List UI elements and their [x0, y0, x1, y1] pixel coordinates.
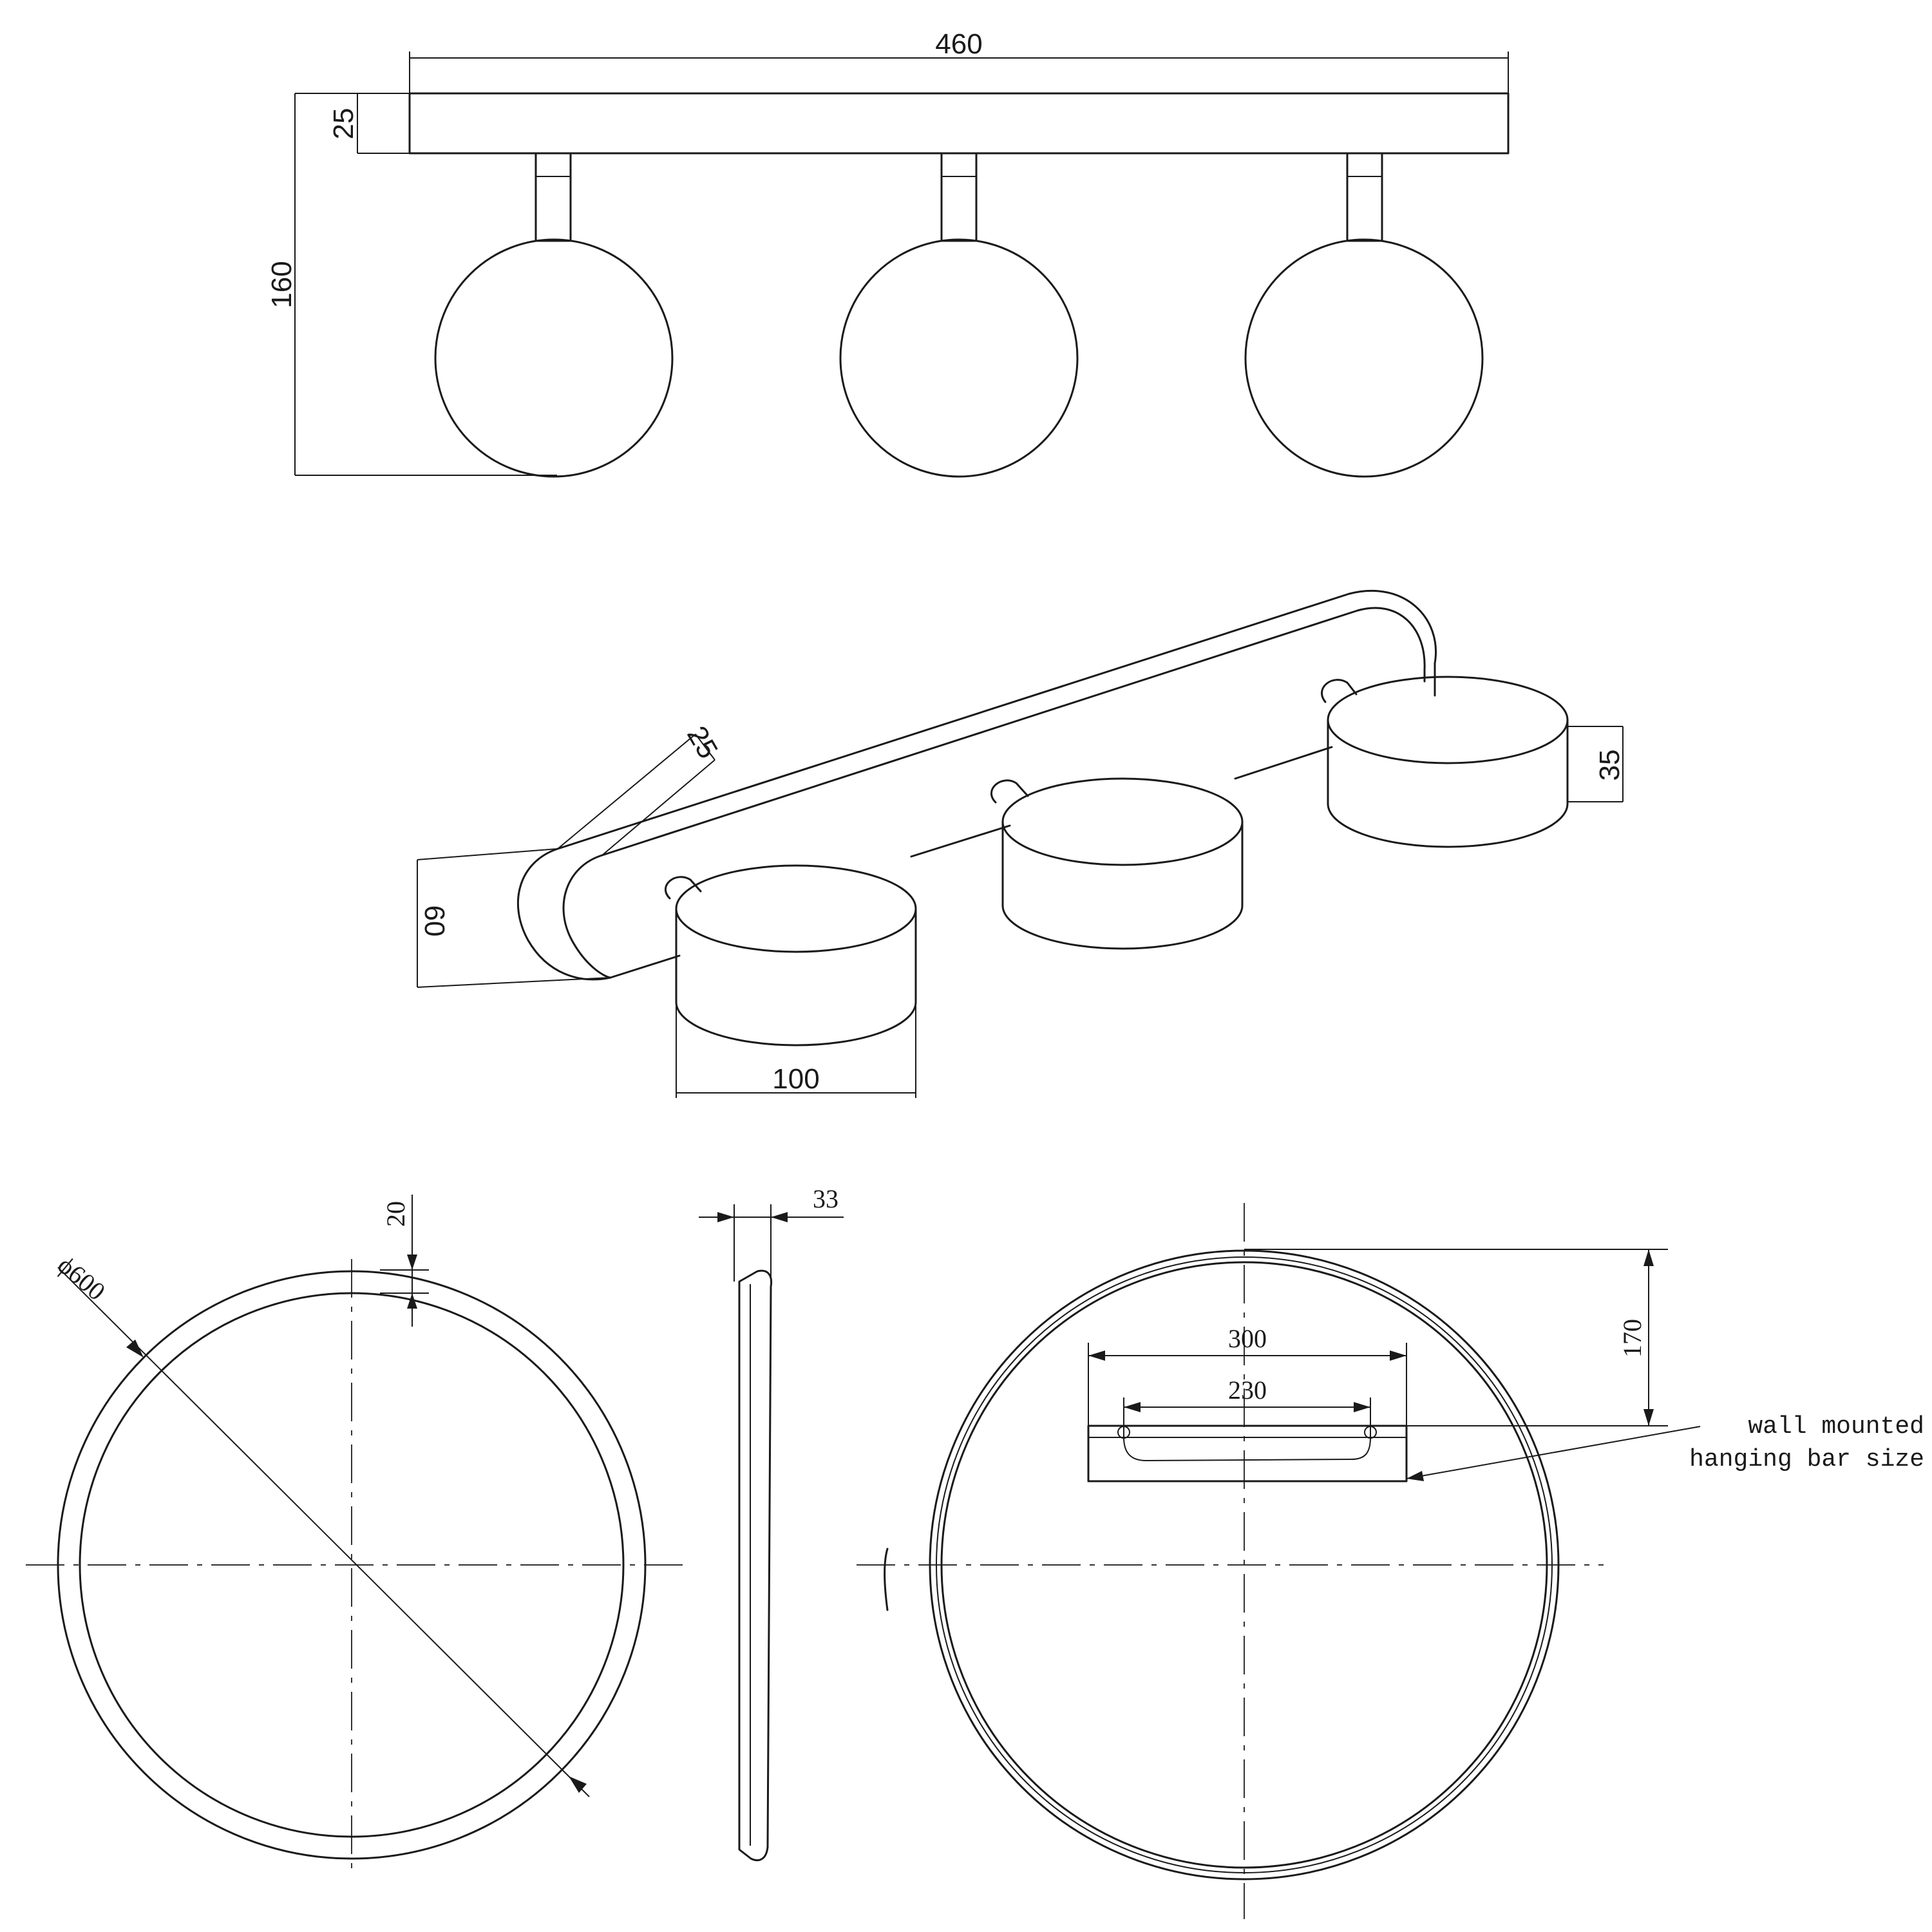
hanging-bar	[1087, 1425, 1408, 1482]
mirror-inner-rim	[79, 1292, 625, 1838]
dim-bar-thickness-label: 25	[328, 108, 359, 140]
iso-dim-head-diameter-label: 100	[772, 1063, 819, 1095]
iso-bar-back-face	[556, 589, 1437, 850]
iso-head-2	[1001, 777, 1244, 950]
dim-thickness-label: 33	[813, 1184, 838, 1213]
light-head-1	[434, 152, 674, 478]
mounting-bar	[408, 92, 1510, 155]
dim-frame-width-label: 20	[381, 1201, 410, 1227]
dim-total-height-label: 160	[266, 261, 298, 308]
dim-offset-top-label: 170	[1618, 1319, 1647, 1358]
back-inner-rim	[940, 1261, 1548, 1869]
dim-diameter-label: ϕ600	[52, 1250, 111, 1306]
iso-dim-head-height-label: 35	[1594, 750, 1625, 781]
iso-bar-front-face	[601, 607, 1426, 857]
dim-bar-outer-label: 300	[1228, 1324, 1267, 1353]
mirror-outer-rim	[57, 1270, 647, 1860]
iso-dim-bar-height-label: 60	[419, 905, 450, 937]
iso-head-1	[675, 864, 917, 1046]
light-head-2	[839, 152, 1079, 478]
mirror-front-view: ϕ600 20	[26, 1195, 683, 1871]
back-mid-rim	[936, 1256, 1553, 1873]
back-outer-rim	[929, 1249, 1560, 1880]
iso-dim-bar-depth-label: 25	[681, 721, 724, 764]
dim-length-label: 460	[935, 28, 982, 60]
note-line-2: hanging bar size	[1689, 1446, 1924, 1473]
iso-bar-end	[516, 848, 681, 981]
dim-bar-inner-label: 230	[1228, 1376, 1267, 1405]
light-head-3	[1244, 152, 1484, 478]
note-line-1: wall mounted	[1748, 1413, 1924, 1441]
mirror-side-profile	[738, 1269, 773, 1862]
mirror-side-view: 33	[699, 1184, 844, 1862]
top-elevation-view: 460 25 160	[266, 28, 1510, 478]
isometric-view: 25 60 35 100	[417, 589, 1625, 1098]
iso-head-3	[1327, 676, 1569, 848]
mirror-back-view: 300 230 170 wall mounted hanging bar siz…	[857, 1203, 1924, 1919]
